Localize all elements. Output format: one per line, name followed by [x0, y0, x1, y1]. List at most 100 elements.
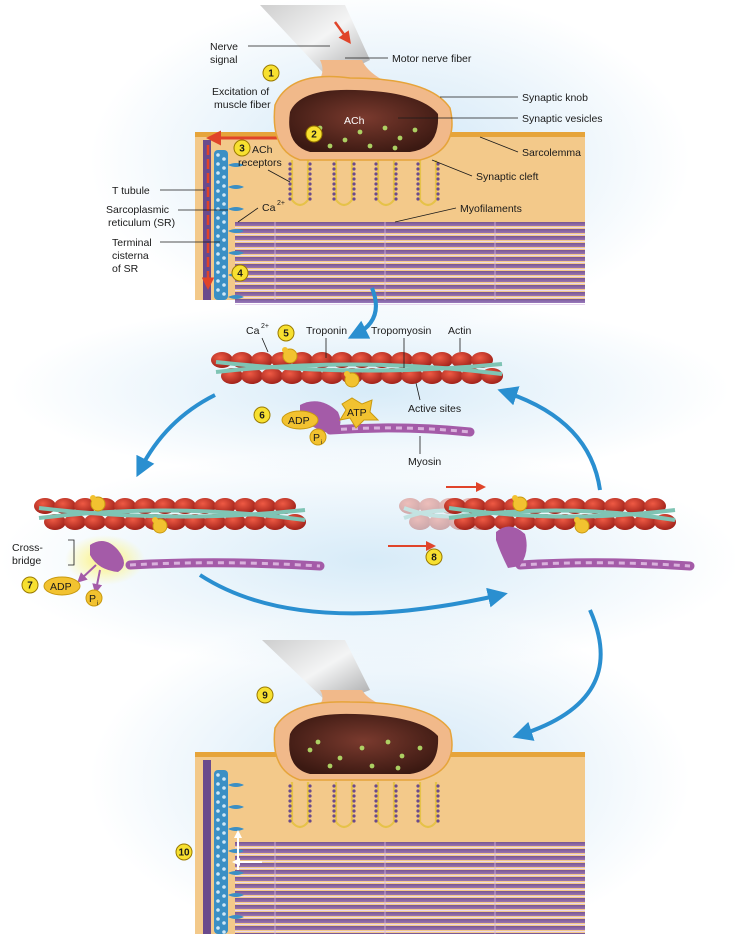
step-badge-2: [305, 125, 323, 143]
step-number-4: 4: [237, 269, 243, 280]
tropomyosin-strand: [448, 506, 676, 519]
label-nerve-signal-1: Nerve: [210, 41, 238, 53]
bottom-junction-panel: [195, 640, 585, 934]
ach-receptor-dot: [436, 789, 440, 793]
tropomyosin-strand: [448, 508, 676, 522]
ach-receptor-dot: [374, 784, 378, 788]
ach-receptor-dot: [436, 804, 440, 808]
ach-receptor-dot: [308, 167, 312, 171]
sr-dot: [222, 903, 226, 907]
leader-myofilaments: [394, 207, 457, 223]
label-pi-6-sub: i: [321, 440, 322, 446]
sr-dot: [216, 261, 220, 265]
ach-receptor-dot: [436, 192, 440, 196]
thin-filament-left: [34, 495, 306, 534]
ach-receptor-dot: [352, 167, 356, 171]
ach-receptor-dot: [394, 162, 398, 166]
ach-receptor-dot: [416, 784, 420, 788]
ach-receptor-dot: [308, 197, 312, 201]
actin-bead: [474, 514, 496, 530]
label-actin: Actin: [448, 325, 472, 337]
ach-receptor-dot: [374, 177, 378, 181]
synaptic-vesicles-bottom: [307, 739, 423, 771]
sr-cisterna-branch: [228, 783, 244, 787]
label-cross-bridge-1: Cross-: [12, 542, 43, 554]
vesicle: [399, 753, 405, 759]
ach-receptor-dot: [308, 789, 312, 793]
ach-receptor-dot: [394, 819, 398, 823]
sr-dot: [222, 930, 226, 934]
bracket-cross-bridge: [68, 539, 75, 566]
atp-burst: [338, 397, 380, 429]
sr-dot: [216, 836, 220, 840]
sr-dot: [216, 234, 220, 238]
label-t-tubule: T tubule: [112, 185, 150, 197]
myofilament-stripe: [235, 257, 585, 261]
sr-dot: [216, 153, 220, 157]
ach-receptor-dot: [308, 162, 312, 166]
thin-filament-top: [211, 347, 503, 388]
step-5-6-labels: Ca 2+ Troponin Tropomyosin Actin Active …: [246, 323, 472, 468]
label-excitation-1: Excitation of: [212, 86, 269, 98]
myofilament-stripe: [235, 271, 585, 275]
ach-receptor-dot: [394, 197, 398, 201]
vesicle: [359, 745, 365, 751]
vesicle: [385, 739, 391, 745]
ach-receptor-dot: [332, 789, 336, 793]
pi-circle-7: [85, 589, 103, 607]
ach-receptor-dot: [436, 162, 440, 166]
ach-receptor-dot: [436, 172, 440, 176]
leader-sarcolemma: [479, 136, 519, 153]
ach-receptor-dot: [436, 182, 440, 186]
myosin-twist-top: [329, 426, 471, 434]
myofilament-stripe: [235, 264, 585, 268]
junctional-fold: [418, 160, 438, 207]
ach-receptor-dot: [308, 784, 312, 788]
sr-dot: [222, 247, 226, 251]
actin-bead: [34, 498, 56, 514]
label-ca-mid: Ca: [246, 325, 260, 337]
sr-cisterna-branch: [228, 893, 244, 897]
nerve-signal-arrow: [333, 21, 351, 45]
sr-dot: [216, 863, 220, 867]
sr-dot: [222, 813, 226, 817]
sr-column: [214, 150, 228, 300]
ach-receptor-dot: [288, 167, 292, 171]
myosin-head-right: [496, 526, 527, 568]
sr-dot: [216, 872, 220, 876]
sr-dot: [216, 171, 220, 175]
label-troponin: Troponin: [306, 325, 347, 337]
adp-release-arrow: [77, 564, 97, 583]
label-synaptic-vesicles: Synaptic vesicles: [522, 113, 603, 125]
ach-receptor-dot: [436, 177, 440, 181]
vesicle: [395, 765, 401, 771]
vesicle: [337, 755, 343, 761]
sr-dot: [216, 791, 220, 795]
myosin-right: [388, 482, 695, 571]
sr-dot: [222, 912, 226, 916]
ach-receptor-dot: [352, 177, 356, 181]
ach-receptor-dot: [352, 187, 356, 191]
ach-receptor-dot: [288, 804, 292, 808]
actin-bead: [124, 514, 146, 530]
myofilament-stripe: [235, 912, 585, 916]
actin-bead: [241, 368, 263, 384]
sr-dot: [222, 202, 226, 206]
label-excitation-2: muscle fiber: [214, 99, 271, 111]
label-sr-2: reticulum (SR): [108, 217, 175, 229]
ach-receptor-dot: [394, 167, 398, 171]
sr-dot: [222, 211, 226, 215]
sr-cisterna-branch: [228, 229, 244, 233]
step-number-3: 3: [239, 144, 245, 155]
sr-dot: [216, 827, 220, 831]
actin-bead: [84, 514, 106, 530]
label-pi-7: P: [89, 593, 96, 605]
myofilament-stripe: [235, 926, 585, 930]
ach-receptor-dot: [332, 784, 336, 788]
myofilament-stripe: [235, 250, 585, 254]
step-number-10: 10: [178, 848, 190, 859]
sr-dots-bottom: [216, 773, 244, 934]
sr-dot: [222, 786, 226, 790]
top-junction-panel: Nerve signal Motor nerve fiber Synaptic …: [106, 5, 603, 305]
sr-dot: [222, 921, 226, 925]
